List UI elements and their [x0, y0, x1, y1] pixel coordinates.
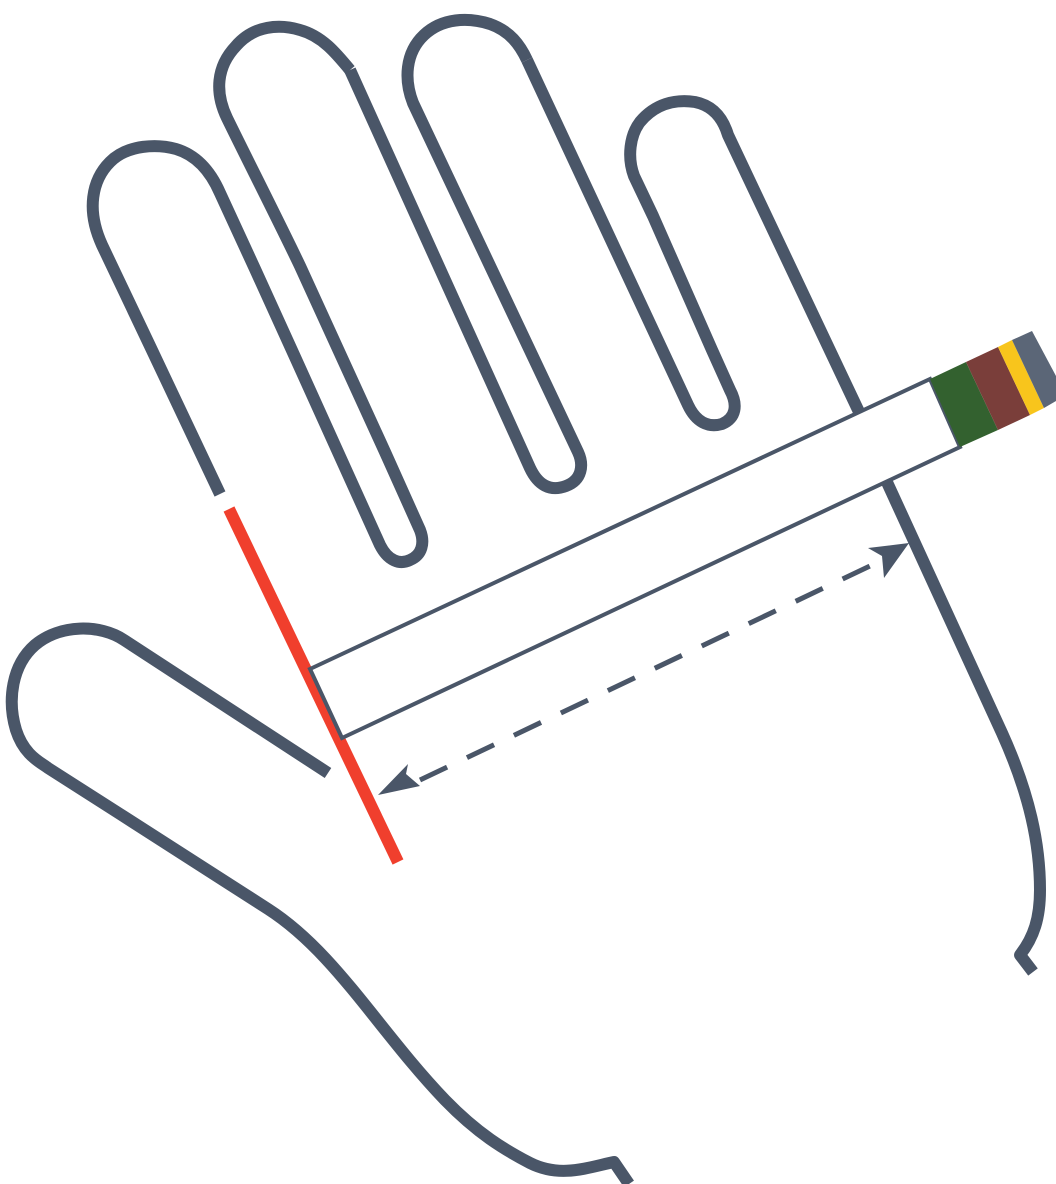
- palm-right-outline: [886, 480, 1040, 972]
- arrow-head-left: [378, 764, 420, 795]
- arrow-head-right: [868, 543, 909, 578]
- index-finger-outline: [527, 60, 860, 425]
